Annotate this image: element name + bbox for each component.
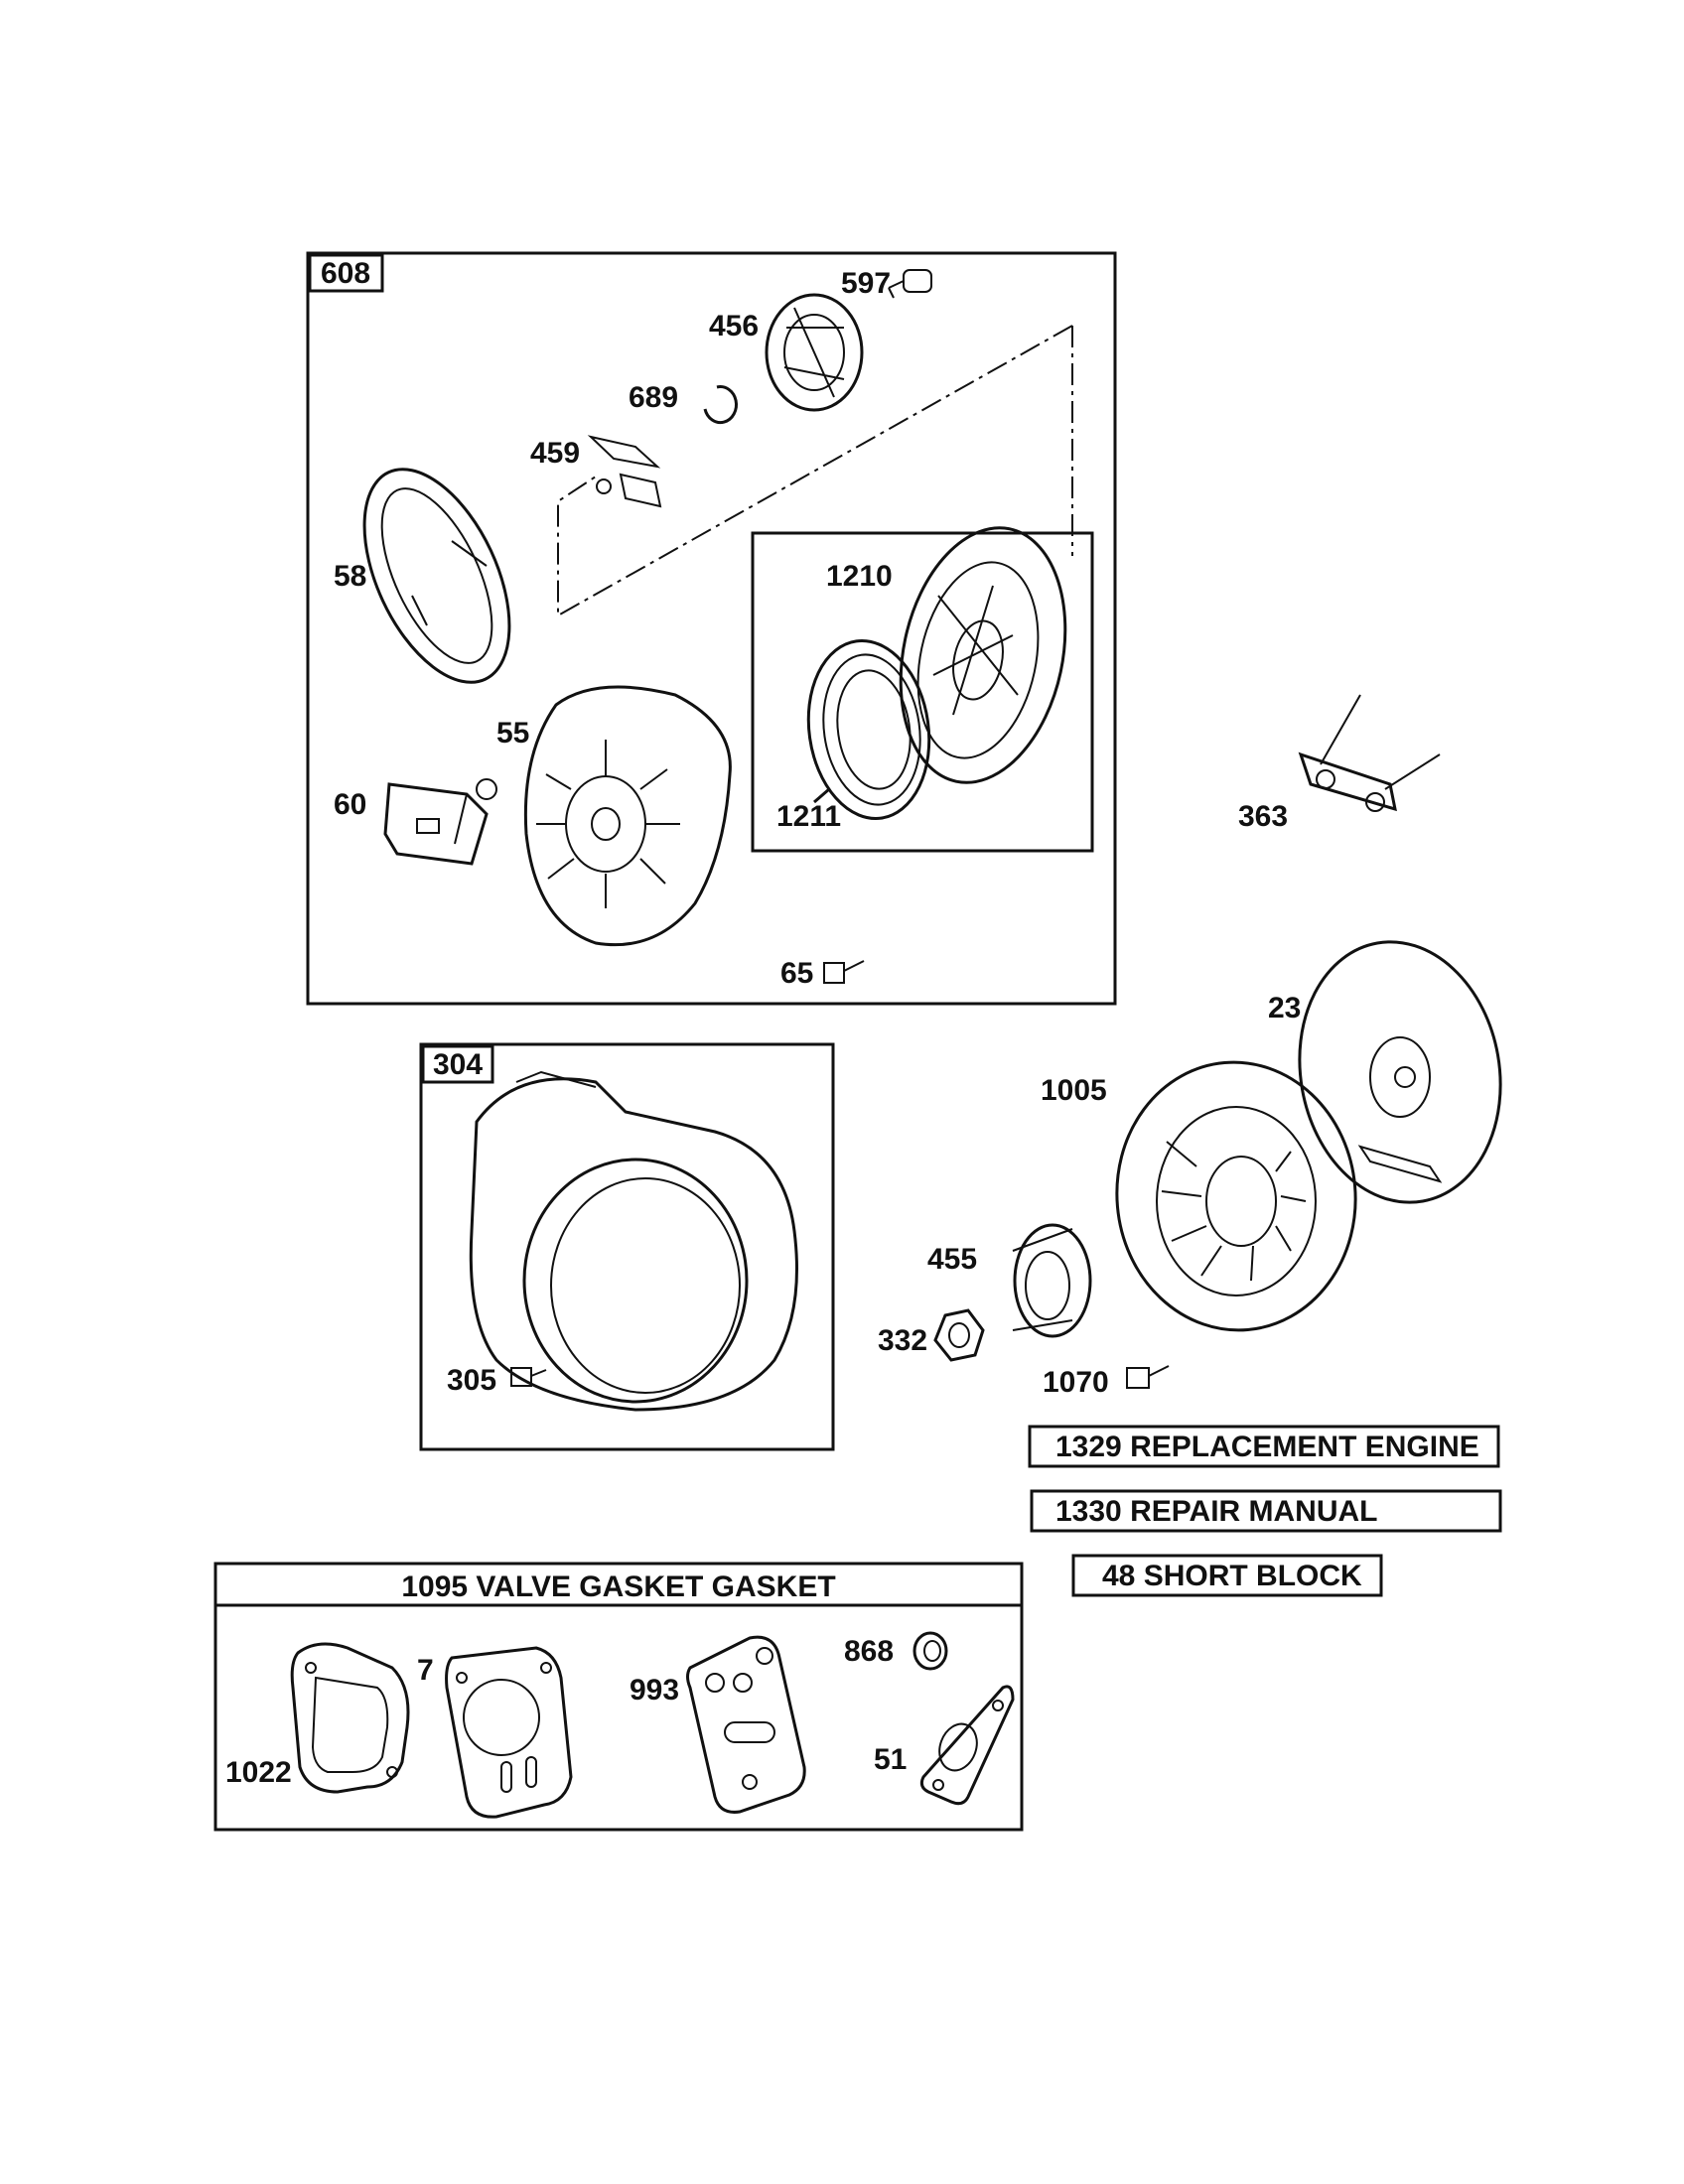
part-number-55: 55 <box>496 717 529 750</box>
pulley-subassembly-box <box>751 531 1094 853</box>
gasket-kit-title: 1095 VALVE GASKET GASKET <box>401 1570 835 1603</box>
part-number-1211: 1211 <box>776 800 841 833</box>
part-number-23: 23 <box>1268 992 1301 1024</box>
blower-housing-box: 304 <box>419 1042 835 1451</box>
part-868-seal <box>912 1631 948 1671</box>
part-number-455: 455 <box>927 1243 977 1276</box>
box-label-608: 608 <box>321 257 370 290</box>
part-number-1210: 1210 <box>826 560 893 593</box>
part-55-starter-housing <box>523 685 732 947</box>
part-1210-pulley <box>899 526 1067 784</box>
part-689-ring <box>703 385 738 425</box>
part-number-456: 456 <box>709 310 759 342</box>
part-597-screw <box>888 269 932 299</box>
part-number-58: 58 <box>334 560 366 593</box>
part-60-handle <box>383 778 497 866</box>
part-1005-fan <box>1115 1060 1357 1332</box>
replacement-engine-label: 1329 REPLACEMENT ENGINE <box>1055 1431 1479 1463</box>
part-65-screw <box>823 960 865 984</box>
part-number-689: 689 <box>629 381 678 414</box>
part-number-65: 65 <box>780 957 813 990</box>
part-459-pawl <box>587 435 662 508</box>
part-number-332: 332 <box>878 1324 927 1357</box>
replacement-engine-box: 1329 REPLACEMENT ENGINE <box>1028 1425 1500 1468</box>
repair-manual-box: 1330 REPAIR MANUAL <box>1030 1489 1502 1533</box>
short-block-box: 48 SHORT BLOCK <box>1071 1554 1383 1597</box>
part-332-nut <box>933 1308 985 1362</box>
part-number-1070: 1070 <box>1043 1366 1109 1399</box>
part-7-head-gasket <box>445 1646 573 1819</box>
rewind-starter-box: 608 <box>306 251 1117 1006</box>
part-number-1005: 1005 <box>1041 1074 1107 1107</box>
part-58-rope <box>362 468 511 684</box>
part-number-993: 993 <box>630 1674 679 1706</box>
assembly-guide-line <box>557 325 1073 617</box>
part-455-cup <box>1012 1223 1092 1338</box>
part-number-459: 459 <box>530 437 580 470</box>
part-number-7: 7 <box>417 1654 434 1687</box>
part-305-screw <box>510 1367 547 1387</box>
repair-manual-label: 1330 REPAIR MANUAL <box>1055 1495 1378 1528</box>
part-304-blower-housing <box>469 1070 798 1412</box>
part-51-gasket <box>919 1685 1015 1806</box>
part-number-1022: 1022 <box>225 1756 292 1789</box>
box-label-304: 304 <box>433 1048 483 1081</box>
part-1022-gasket <box>290 1642 410 1794</box>
part-23-flywheel <box>1298 940 1502 1204</box>
part-number-363: 363 <box>1238 800 1288 833</box>
part-993-gasket <box>686 1635 806 1814</box>
part-363-bracket <box>1298 694 1441 812</box>
part-1070-screw <box>1126 1365 1170 1389</box>
part-number-60: 60 <box>334 788 366 821</box>
part-1211-spring <box>806 638 931 821</box>
gasket-kit-box: 1095 VALVE GASKET GASKET <box>213 1562 1024 1832</box>
part-number-868: 868 <box>844 1635 894 1668</box>
part-456-ratchet <box>765 293 864 412</box>
part-number-305: 305 <box>447 1364 496 1397</box>
short-block-label: 48 SHORT BLOCK <box>1102 1560 1362 1592</box>
part-number-597: 597 <box>841 267 891 300</box>
part-number-51: 51 <box>874 1743 907 1776</box>
